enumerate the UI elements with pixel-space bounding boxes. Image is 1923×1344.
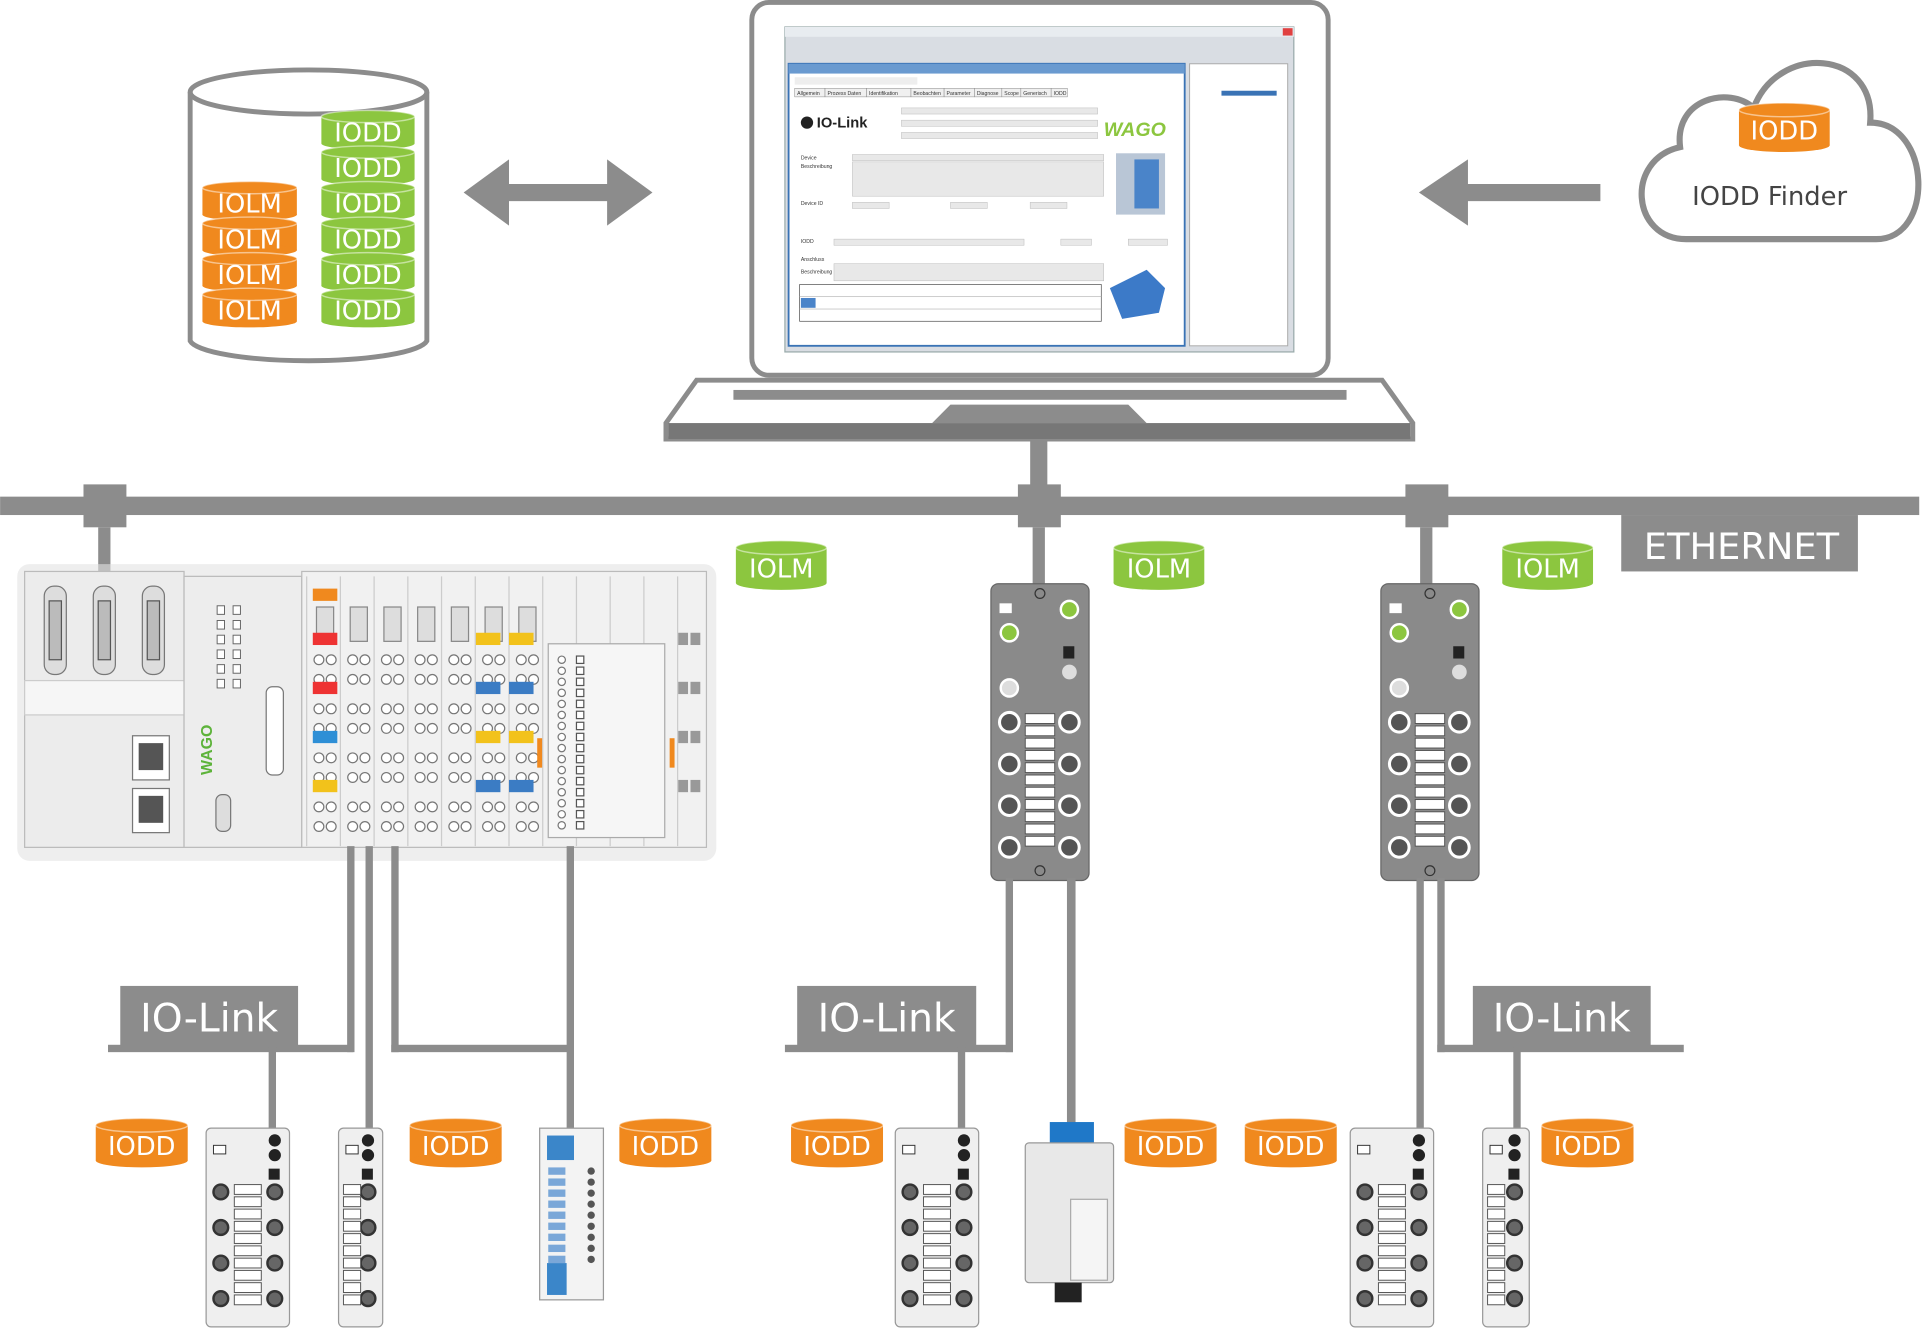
screen-field-label: IODD (801, 239, 814, 245)
io-link-master (1380, 583, 1480, 882)
iodd-finder-cloud: IODD IODD Finder (1638, 60, 1922, 243)
screen-tab: Allgemein (794, 88, 826, 98)
svg-text:Prozess Daten: Prozess Daten (827, 91, 861, 97)
io-link-device (1482, 1127, 1530, 1328)
io-link-label-text: IO-Link (818, 996, 956, 1041)
io-link-label: IO-Link (120, 985, 299, 1048)
device-iodd-cylinder: IODD (618, 1117, 713, 1168)
screen-field-label: Device (801, 155, 817, 161)
svg-text:Scope: Scope (1004, 91, 1019, 97)
screen-tab: Parameter (943, 88, 975, 98)
io-link-label: IO-Link (1472, 985, 1651, 1048)
screen-tab: Diagnose (974, 88, 1003, 98)
svg-text:Allgemein: Allgemein (797, 91, 820, 97)
wago-logo: WAGO (1104, 119, 1166, 141)
wago-controller: WAGO (17, 564, 717, 861)
iodd-stack-item-label: IODD (334, 119, 402, 149)
svg-text:Parameter: Parameter (947, 91, 971, 97)
io-link-logo: IO-Link (817, 116, 868, 132)
svg-text:Identifikation: Identifikation (869, 91, 898, 97)
iodd-stack-item-label: IODD (334, 296, 402, 326)
iolm-cylinder: IOLM (735, 540, 828, 590)
iodd-stack-item-label: IODD (334, 225, 402, 255)
screen-tab: Scope (1001, 88, 1022, 98)
screen-field-label: Device ID (801, 201, 824, 207)
screen-tab: Beobachten (910, 88, 945, 98)
iodd-stack-item: IODD (320, 251, 416, 292)
device-iodd-cylinder: IODD (1540, 1117, 1635, 1168)
iolm-stack-item-label: IOLM (217, 225, 281, 255)
svg-text:Beobachten: Beobachten (913, 91, 941, 97)
io-link-device (1349, 1127, 1435, 1328)
svg-text:Diagnose: Diagnose (977, 91, 999, 97)
cloud-iodd-cylinder-label: IODD (1751, 117, 1819, 147)
iodd-stack-item: IODD (320, 109, 416, 150)
io-link-wiring (108, 846, 1684, 1131)
device-iodd-cylinder-label: IODD (422, 1132, 490, 1162)
iolm-cylinder-label: IOLM (1515, 554, 1579, 584)
svg-text:IODD: IODD (1054, 91, 1067, 97)
controller-wago-logo: WAGO (199, 725, 216, 775)
svg-text:Generisch: Generisch (1023, 91, 1047, 97)
device-iodd-cylinder-label: IODD (1137, 1132, 1205, 1162)
screen-field-label: Beschreibung (801, 164, 833, 170)
screen-tab: IODD (1050, 88, 1068, 98)
iolm-stack-item: IOLM (201, 251, 298, 292)
iolm-cylinder: IOLM (1112, 540, 1206, 590)
iolm-stack-item: IOLM (201, 180, 298, 221)
io-link-label: IO-Link (797, 985, 977, 1048)
screen-field-label: Beschreibung (801, 269, 833, 275)
iolm-stack-item-label: IOLM (217, 261, 281, 291)
io-link-device (894, 1127, 980, 1328)
iolm-cylinder-label: IOLM (1127, 554, 1191, 584)
iodd-stack-item: IODD (320, 180, 416, 221)
cloud-iodd-cylinder: IODD (1738, 102, 1831, 153)
device-iodd-cylinder-label: IODD (632, 1132, 700, 1162)
laptop: Allgemein Prozess Daten Identifikation Beob… (663, 0, 1416, 442)
iolm-stack-item: IOLM (201, 287, 298, 328)
device-iodd-cylinder: IODD (95, 1117, 189, 1168)
iodd-finder-title: IODD Finder (1692, 182, 1847, 212)
download-arrow-icon (1418, 159, 1601, 226)
iodd-stack-item-label: IODD (334, 261, 402, 291)
iolm-cylinder: IOLM (1501, 540, 1594, 590)
io-link-label-text: IO-Link (140, 996, 278, 1041)
device-iodd-cylinder: IODD (1123, 1117, 1218, 1168)
screen-tab: Prozess Daten (824, 88, 867, 98)
device-iodd-cylinder: IODD (408, 1117, 503, 1168)
device-iodd-cylinder: IODD (790, 1117, 884, 1168)
device-iodd-cylinder-label: IODD (1554, 1132, 1622, 1162)
iolm-stack-item-label: IOLM (217, 190, 281, 220)
device-iodd-cylinder: IODD (1244, 1117, 1338, 1168)
laptop-screen: Allgemein Prozess Daten Identifikation Beob… (784, 26, 1295, 353)
iodd-stack-item: IODD (320, 145, 416, 186)
io-link-device (205, 1127, 291, 1328)
screen-field-label: Anschluss (801, 257, 825, 263)
iolm-stack-item-label: IOLM (217, 296, 281, 326)
device-iodd-cylinder-label: IODD (1257, 1132, 1325, 1162)
iolm-stack-item: IOLM (201, 216, 298, 257)
ethernet-label-box (1621, 515, 1858, 572)
ethernet-bus (0, 439, 1920, 587)
io-link-master (990, 583, 1090, 882)
ethernet-label: ETHERNET (1644, 525, 1840, 568)
device-iodd-cylinder-label: IODD (108, 1132, 176, 1162)
iodd-stack-item-label: IODD (334, 190, 402, 220)
power-supply-device (1024, 1122, 1115, 1303)
terminal-io-device (539, 1127, 605, 1301)
io-link-device (337, 1127, 384, 1328)
iodd-database: IOLM IOLM IOLM IOLM IODD IODD IODD IODD IODD IOD… (187, 67, 430, 364)
iodd-stack-item-label: IODD (334, 154, 402, 184)
device-iodd-cylinder-label: IODD (803, 1132, 871, 1162)
screen-tab: Identifikation (866, 88, 912, 98)
iodd-stack-item: IODD (320, 216, 416, 257)
screen-tab: Generisch (1020, 88, 1052, 98)
iolm-cylinder-label: IOLM (749, 554, 813, 584)
io-link-label-text: IO-Link (1493, 996, 1631, 1041)
bidirectional-arrow-icon (463, 159, 653, 226)
iodd-stack-item: IODD (320, 287, 416, 328)
